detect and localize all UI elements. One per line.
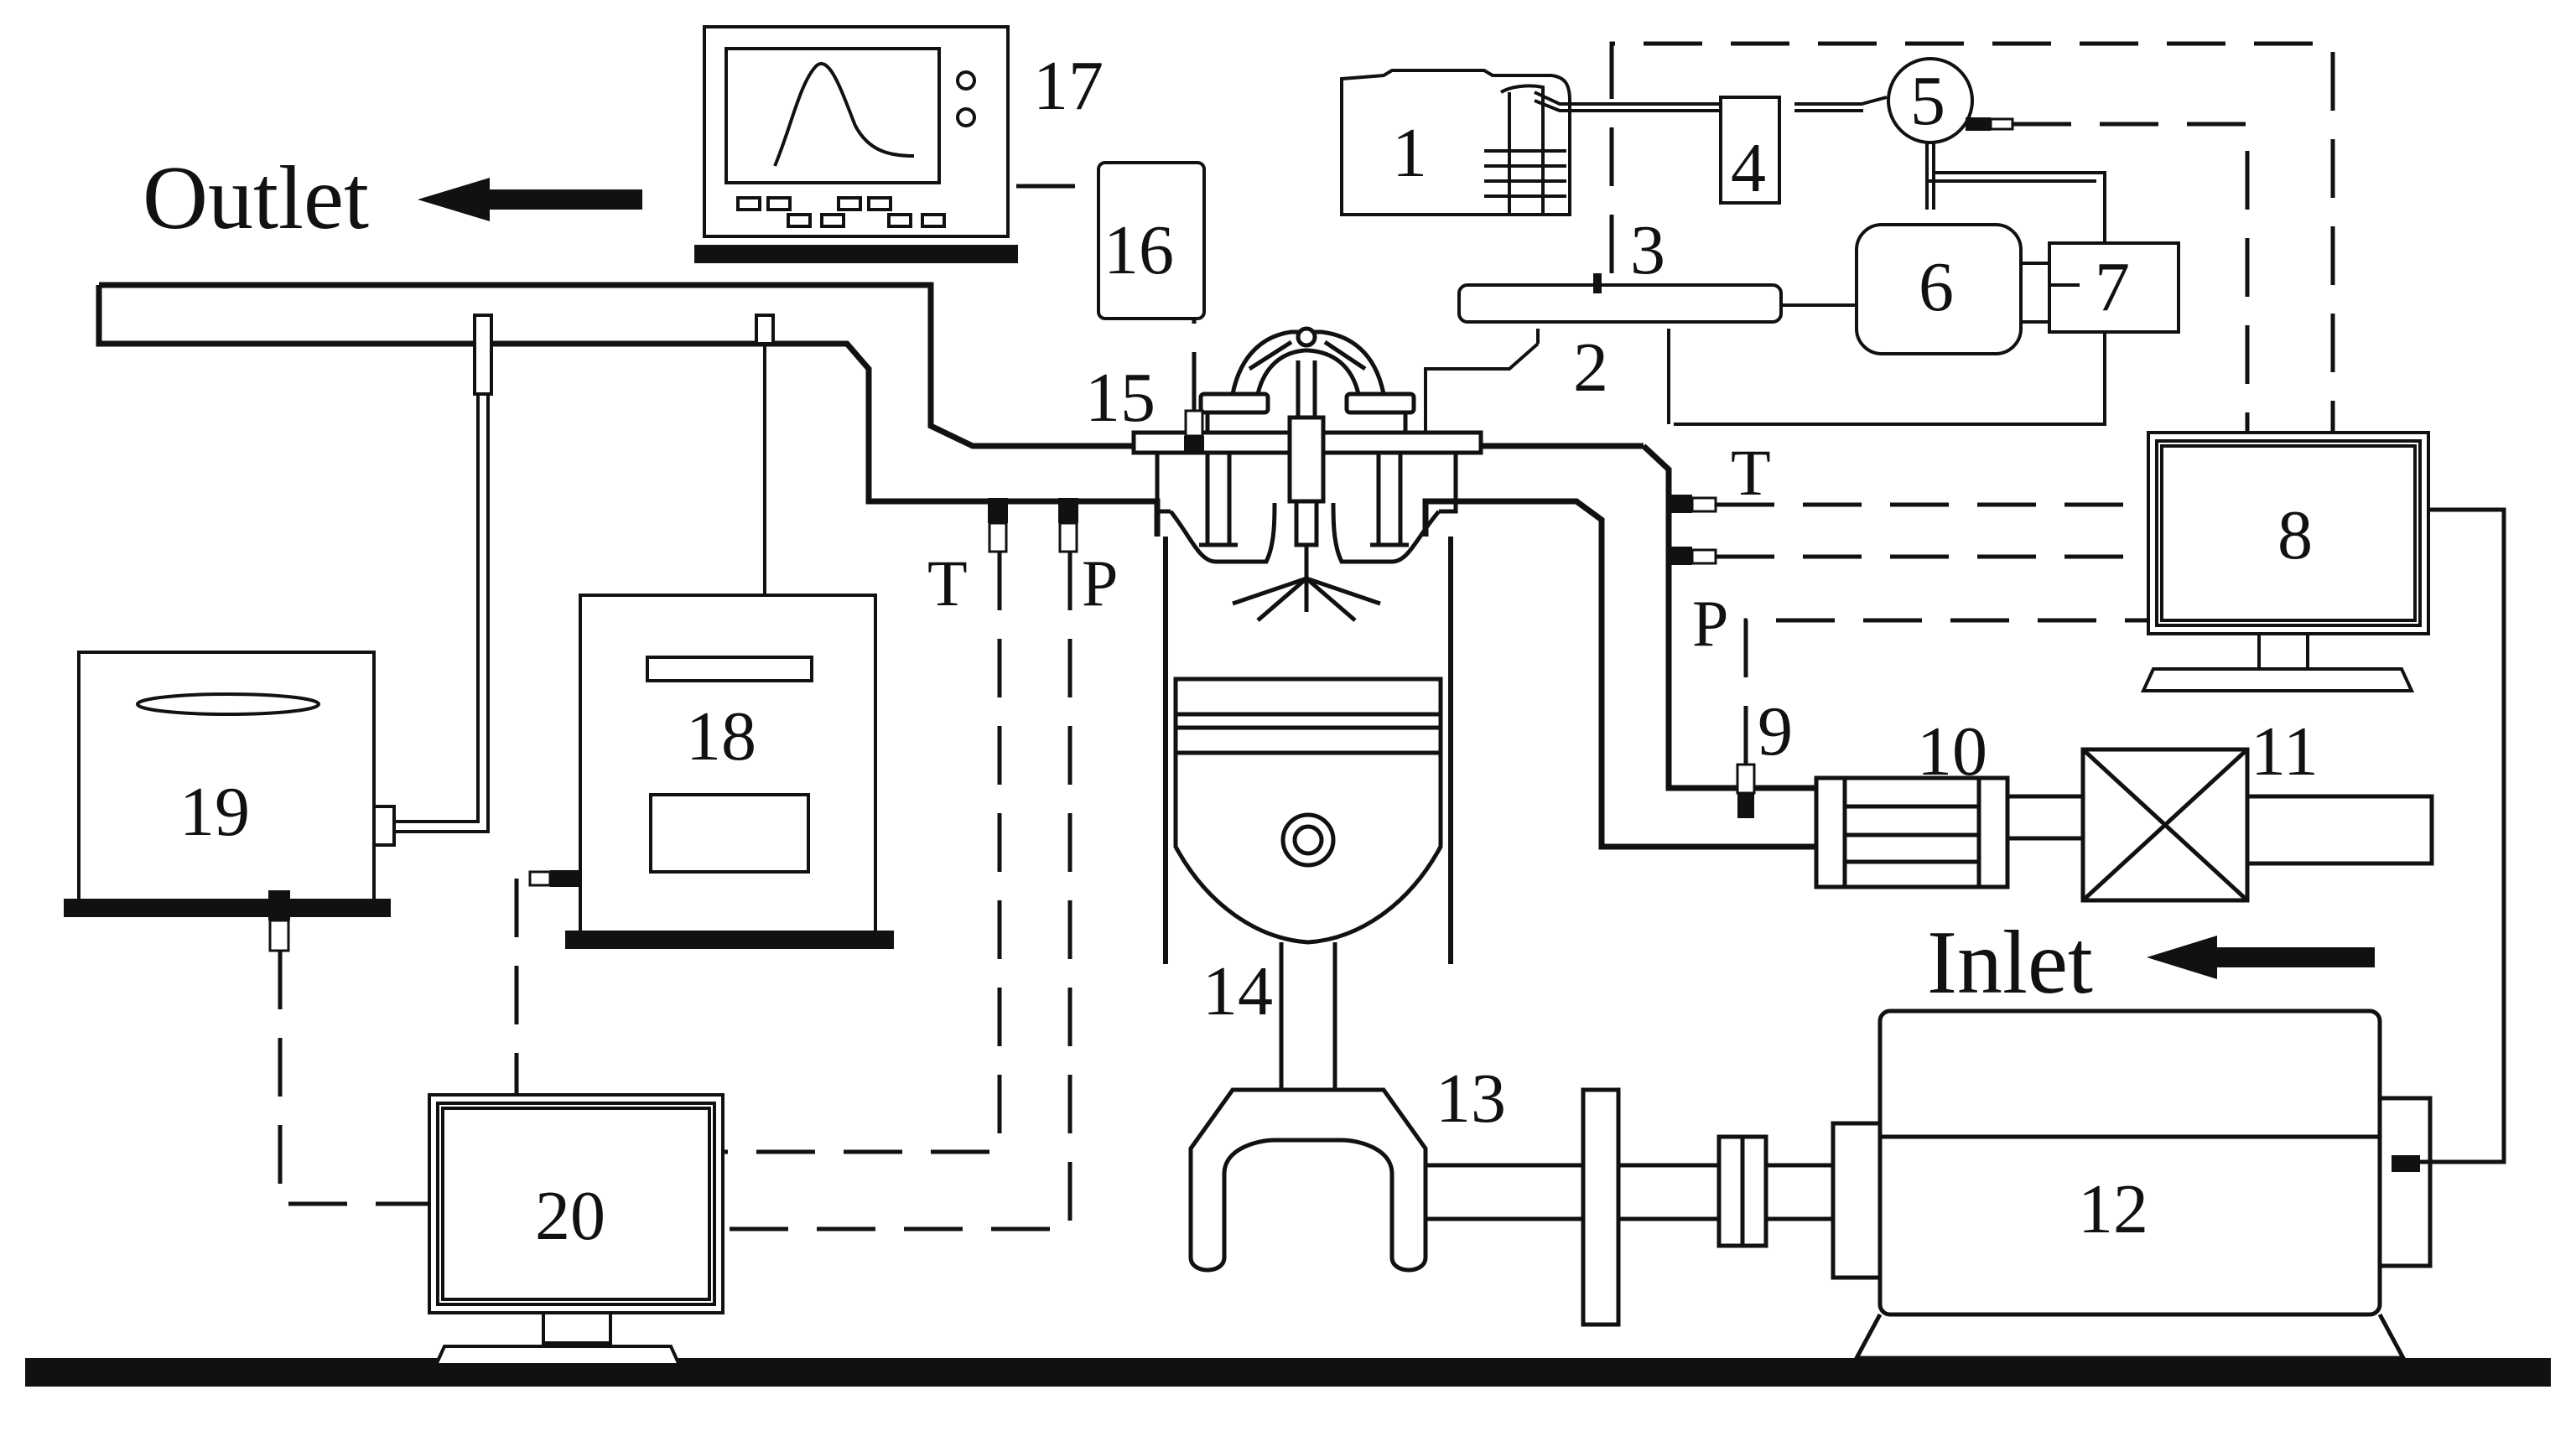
label-14: 14	[1202, 952, 1273, 1030]
inlet-arrow	[2147, 936, 2375, 979]
valve-train	[1198, 326, 1416, 433]
crankshaft-13	[1188, 1087, 1836, 1327]
label-15: 15	[1085, 359, 1156, 437]
inlet-label: Inlet	[1927, 913, 2093, 1013]
rail-pressure-sensor-3	[1593, 273, 1602, 293]
outlet-arrow	[418, 178, 642, 221]
ground-base	[25, 1358, 2551, 1387]
fuel-pump-5	[1887, 57, 1974, 144]
motor-head-7	[2019, 241, 2180, 334]
intake-flowmeter-10	[1814, 775, 2010, 889]
label-2: 2	[1573, 329, 1608, 407]
analyzer-18	[565, 314, 894, 949]
label-4: 4	[1731, 129, 1766, 207]
label-1: 1	[1392, 114, 1427, 192]
charge-amplifier-16	[1097, 161, 1206, 320]
common-rail-2	[1457, 283, 1783, 324]
intake-duct	[2007, 794, 2434, 866]
label-13: 13	[1436, 1060, 1506, 1138]
label-20: 20	[535, 1177, 605, 1255]
cylinder-block	[1163, 537, 1453, 964]
intake-pressure-label: P	[1692, 587, 1728, 660]
label-5: 5	[1910, 62, 1945, 140]
air-filter-11	[2080, 747, 2250, 903]
signal-lines	[278, 41, 2506, 1231]
label-6: 6	[1919, 248, 1954, 326]
label-12: 12	[2078, 1170, 2148, 1248]
label-16: 16	[1104, 211, 1174, 289]
label-8: 8	[2277, 496, 2313, 574]
sensors	[268, 117, 2420, 1172]
outlet-label: Outlet	[143, 148, 369, 248]
ecu-computer-8	[2140, 431, 2430, 692]
label-19: 19	[179, 773, 250, 851]
label-17: 17	[1033, 47, 1104, 125]
fuel-filter-4	[1719, 96, 1781, 205]
label-11: 11	[2251, 713, 2319, 791]
piston-14	[1173, 677, 1443, 945]
label-7: 7	[2095, 248, 2130, 326]
exhaust-pressure-label: P	[1082, 547, 1118, 620]
oscilloscope-17	[694, 25, 1018, 263]
exhaust-temp-label: T	[927, 547, 968, 620]
label-9: 9	[1758, 692, 1793, 770]
label-10: 10	[1917, 713, 1987, 791]
daq-computer-20	[428, 1093, 724, 1366]
fuel-tank-1	[1340, 69, 1571, 216]
label-3: 3	[1630, 211, 1665, 289]
dynamometer-12	[1831, 1008, 2433, 1361]
label-18: 18	[686, 697, 756, 775]
smoke-meter-19	[64, 314, 493, 917]
intake-temp-label: T	[1731, 436, 1771, 509]
